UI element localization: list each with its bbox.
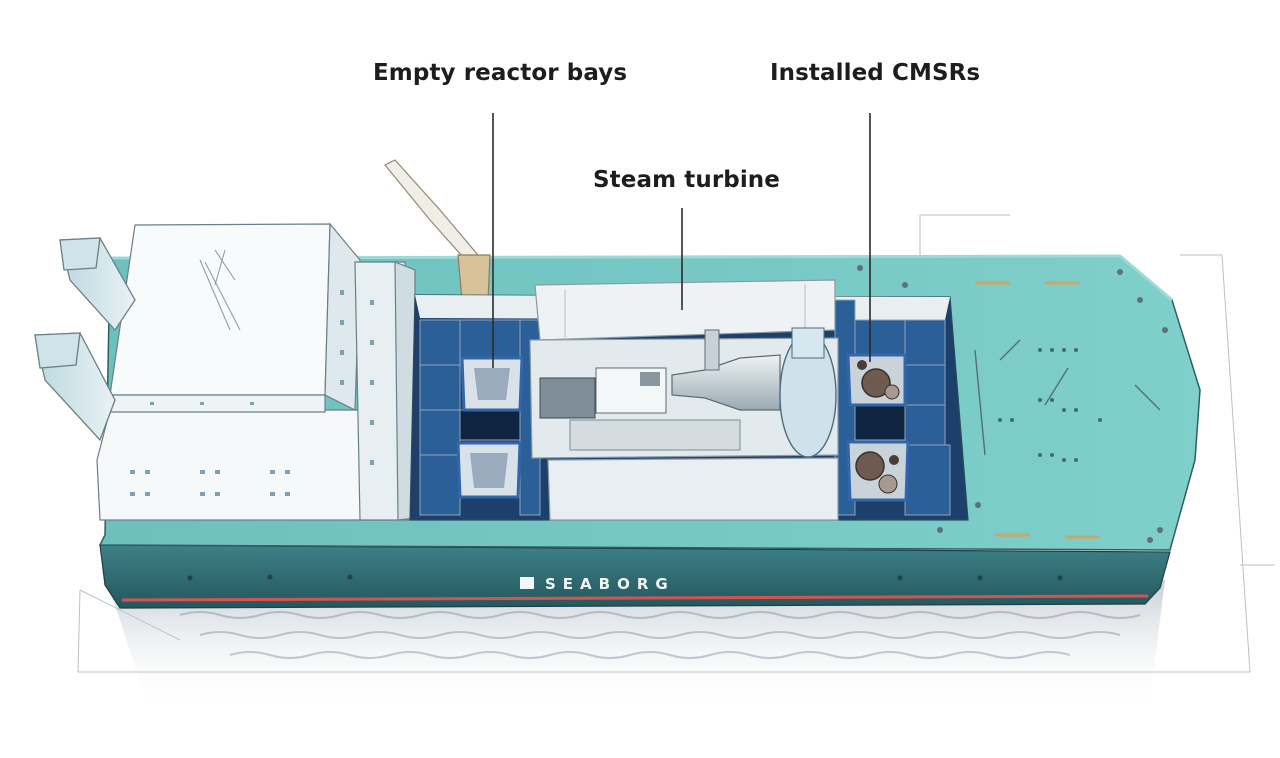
empty-reactor-bay	[456, 441, 522, 499]
leader-lines	[492, 113, 871, 368]
label-steam-turbine: Steam turbine	[593, 167, 780, 193]
brand-logo-icon	[520, 577, 534, 589]
label-empty-reactor-bays: Empty reactor bays	[373, 60, 628, 86]
exhaust-stacks	[34, 237, 136, 442]
installed-cmsr	[846, 353, 907, 407]
steam-turbine	[539, 327, 837, 458]
hull: SEABORG	[99, 544, 1171, 609]
installed-cmsr	[846, 440, 910, 502]
empty-reactor-bay	[460, 356, 524, 412]
superstructure	[96, 222, 416, 521]
hull-brand-text: SEABORG	[545, 575, 675, 593]
deck-fittings	[857, 265, 1168, 543]
deck-crane	[384, 159, 491, 301]
water-reflection	[110, 580, 1165, 712]
label-installed-cmsrs: Installed CMSRs	[770, 60, 981, 86]
